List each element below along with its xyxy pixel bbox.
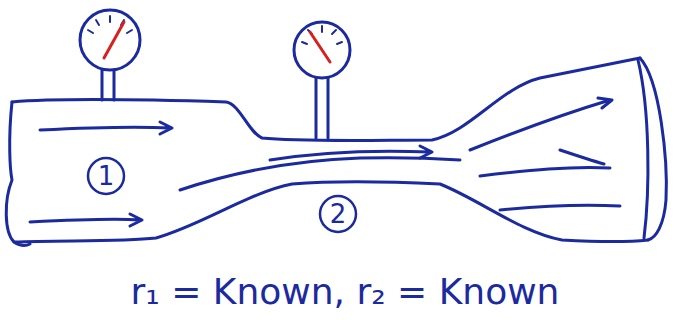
- gauge-ticks: [88, 16, 132, 33]
- flow-arrow: [180, 158, 460, 190]
- pipe-right-edge: [638, 60, 648, 238]
- callout-circle: 2: [318, 194, 358, 234]
- callout-circle: 1: [86, 156, 126, 196]
- caption-text: r₁ = Known, r₂ = Known: [131, 272, 560, 312]
- gauge-needle: [104, 22, 124, 58]
- circle-shape: [320, 196, 356, 232]
- pipe-bottom-wall: [14, 182, 648, 242]
- gauge-needle: [310, 32, 330, 62]
- gauge-stem: [102, 70, 114, 100]
- callout-number: 1: [98, 163, 115, 189]
- flow-arrow: [40, 122, 172, 134]
- gauge-stem: [316, 78, 328, 138]
- flow-arrow: [480, 150, 610, 176]
- gauge-ticks: [302, 26, 342, 44]
- flow-arrow: [270, 146, 432, 160]
- flow-arrow: [500, 205, 620, 210]
- callout-number: 2: [330, 201, 347, 227]
- pressure-gauge: [80, 10, 140, 70]
- pressure-gauge: [294, 22, 350, 78]
- pipe-left-end: [6, 102, 30, 245]
- circle-shape: [88, 158, 124, 194]
- flow-arrow: [470, 98, 612, 150]
- flow-arrow: [30, 214, 142, 226]
